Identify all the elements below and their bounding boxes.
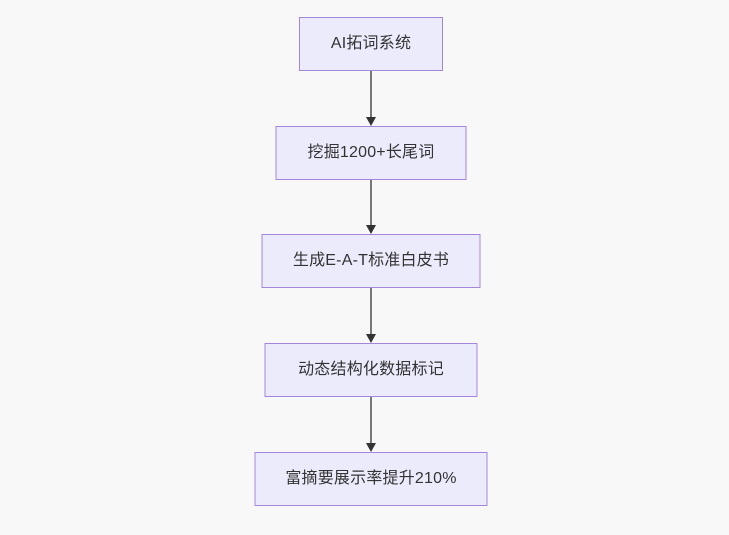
arrow-head-icon <box>366 225 376 234</box>
flow-node-label: 生成E-A-T标准白皮书 <box>292 252 450 269</box>
edge-line-icon <box>370 180 372 226</box>
edge-line-icon <box>370 288 372 335</box>
flow-edge-n3-to-n4 <box>364 288 378 343</box>
edge-line-icon <box>370 397 372 444</box>
flow-node-n5[interactable]: 富摘要展示率提升210% <box>254 452 488 506</box>
flow-node-n1[interactable]: AI拓词系统 <box>299 17 443 71</box>
flow-edge-n2-to-n3 <box>364 180 378 234</box>
flow-edge-n4-to-n5 <box>364 397 378 452</box>
flow-node-n2[interactable]: 挖掘1200+长尾词 <box>275 126 467 180</box>
flow-node-label: 富摘要展示率提升210% <box>285 470 457 487</box>
edge-line-icon <box>370 71 372 118</box>
flow-node-n4[interactable]: 动态结构化数据标记 <box>264 343 478 397</box>
arrow-head-icon <box>366 443 376 452</box>
flow-edge-n1-to-n2 <box>364 71 378 126</box>
flow-node-label: 挖掘1200+长尾词 <box>307 144 435 161</box>
flow-node-label: 动态结构化数据标记 <box>298 361 444 378</box>
flow-node-n3[interactable]: 生成E-A-T标准白皮书 <box>261 234 481 288</box>
flow-node-label: AI拓词系统 <box>330 35 412 52</box>
arrow-head-icon <box>366 117 376 126</box>
arrow-head-icon <box>366 334 376 343</box>
